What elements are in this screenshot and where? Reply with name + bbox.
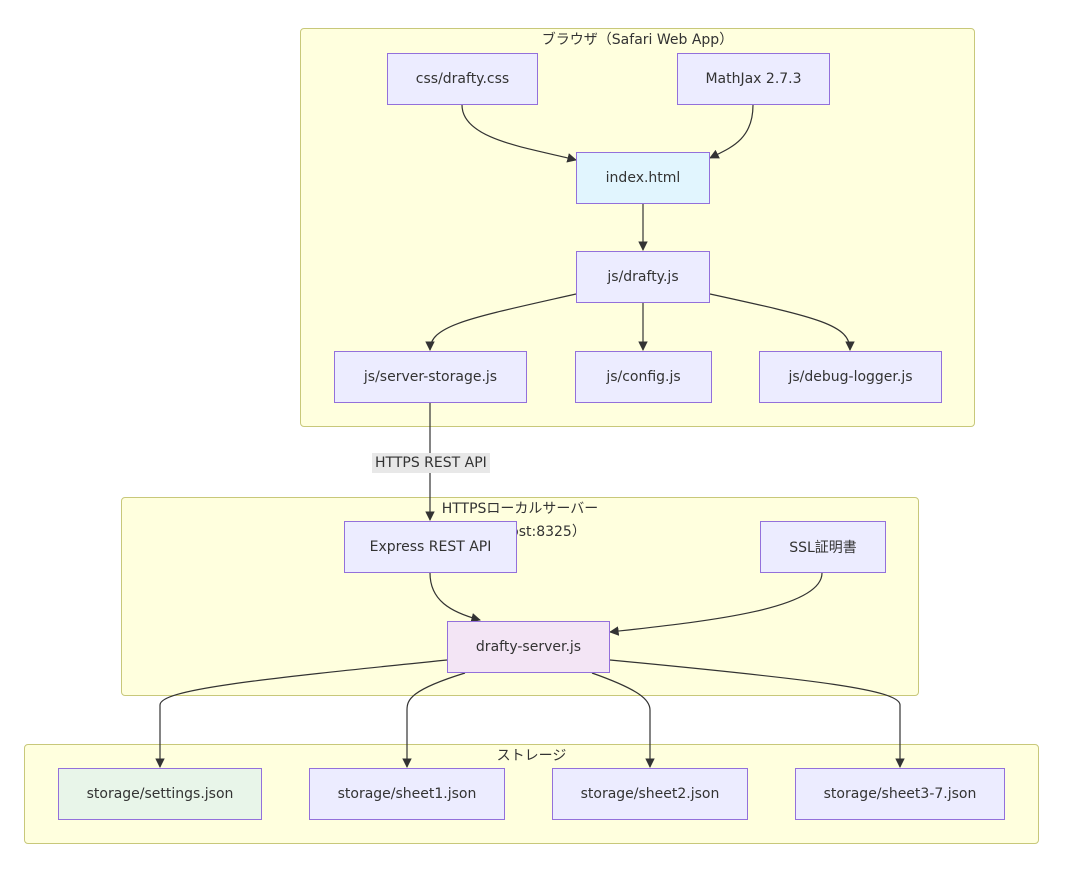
edge-ssl-draftyserver <box>609 572 823 636</box>
edge-draftyserver-sheet2 <box>591 672 655 768</box>
edge-mathjax-index <box>709 104 754 159</box>
node-index-html[interactable]: index.html <box>576 152 710 204</box>
cluster-server-title: HTTPSローカルサーバー <box>441 501 599 517</box>
node-config-js[interactable]: js/config.js <box>575 351 712 403</box>
node-storage-settings[interactable]: storage/settings.json <box>58 768 262 820</box>
edge-draftyjs-serverstorage <box>425 293 577 351</box>
edge-draftyserver-sheet37 <box>609 659 905 768</box>
edge-draftyjs-debuglogger <box>709 293 855 351</box>
node-storage-sheet1[interactable]: storage/sheet1.json <box>309 768 505 820</box>
node-storage-sheet2[interactable]: storage/sheet2.json <box>552 768 748 820</box>
node-mathjax[interactable]: MathJax 2.7.3 <box>677 53 830 105</box>
node-debug-logger-js[interactable]: js/debug-logger.js <box>759 351 942 403</box>
edge-label-https-rest: HTTPS REST API <box>372 453 490 473</box>
edge-draftyserver-settings <box>155 659 448 768</box>
node-server-storage-js[interactable]: js/server-storage.js <box>334 351 527 403</box>
edge-css-index <box>461 104 577 163</box>
node-express-rest-api[interactable]: Express REST API <box>344 521 517 573</box>
node-css[interactable]: css/drafty.css <box>387 53 538 105</box>
cluster-server-title-line2: ost:8325） <box>510 524 586 540</box>
edge-express-draftyserver <box>429 572 481 623</box>
edge-draftyserver-sheet1 <box>402 672 466 768</box>
cluster-browser-title: ブラウザ（Safari Web App） <box>541 32 734 48</box>
node-drafty-server-js[interactable]: drafty-server.js <box>447 621 610 673</box>
cluster-storage-title: ストレージ <box>496 748 567 764</box>
node-drafty-js[interactable]: js/drafty.js <box>576 251 710 303</box>
node-ssl-cert[interactable]: SSL証明書 <box>760 521 886 573</box>
node-storage-sheet3-7[interactable]: storage/sheet3-7.json <box>795 768 1005 820</box>
